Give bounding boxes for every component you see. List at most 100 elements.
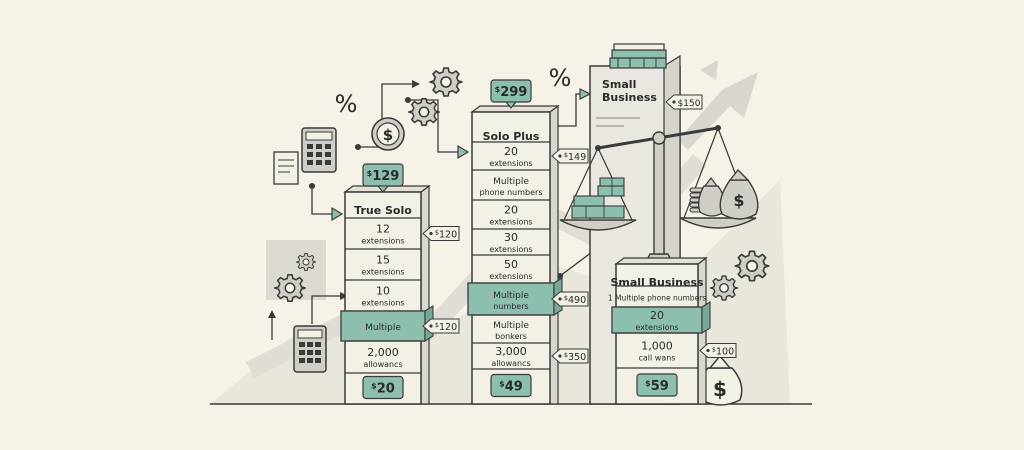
price-tag-label: $149: [564, 151, 586, 163]
feature-value: 20: [504, 145, 518, 158]
plan-name: True Solo: [354, 204, 412, 217]
gear-icon: [429, 67, 463, 97]
feature-value: 30: [504, 231, 518, 244]
price-tag-label: $350: [564, 351, 586, 363]
feature-row: Multiple: [340, 305, 434, 342]
small-business-title-line2: Business: [602, 91, 657, 104]
price-tag-label: $490: [564, 294, 586, 306]
price-tag-label: $100: [712, 346, 734, 358]
feature-label: extensions: [489, 272, 532, 281]
bottom-price-badge-label: $59: [645, 379, 669, 394]
calculator-icon: [301, 127, 337, 173]
feature-label: phone numbers: [480, 188, 543, 197]
bottom-price-badge: $59: [636, 373, 678, 397]
feature-label: extensions: [635, 323, 678, 332]
price-tag: $149: [551, 148, 589, 164]
price-tag: $350: [551, 348, 589, 364]
feature-label: extensions: [361, 268, 404, 277]
bottom-price-badge-label: $49: [499, 380, 523, 395]
feature-label: Multiple: [493, 177, 529, 187]
bottom-price-badge: $49: [490, 373, 532, 398]
plan-tower: True Solo12extensions15extensions10exten…: [340, 163, 460, 405]
feature-value: 50: [504, 258, 518, 271]
price-tag-label: $120: [435, 321, 457, 333]
feature-label: extensions: [361, 299, 404, 308]
percent-icon: %: [549, 64, 572, 92]
feature-value: 3,000: [495, 345, 527, 358]
price-tag-label: $120: [435, 229, 457, 241]
small-business-title-line1: Small: [602, 78, 636, 91]
feature-label: extensions: [489, 245, 532, 254]
feature-label: call wans: [639, 354, 676, 363]
feature-label: 1 Multiple phone numbers: [608, 294, 706, 303]
connector-arrowheads: [268, 80, 420, 318]
top-price-badge: $299: [490, 79, 532, 109]
cash-stack-icon: [609, 43, 667, 69]
connector-lines: [271, 83, 601, 340]
svg-text:$: $: [733, 191, 744, 210]
svg-text:$: $: [713, 377, 727, 401]
feature-value: 12: [376, 223, 390, 236]
document-icon: [273, 151, 299, 185]
feature-value: 10: [376, 285, 390, 298]
price-tag: $100: [699, 343, 737, 358]
tower-price-tag-label: $150: [678, 99, 701, 109]
feature-value: 15: [376, 254, 390, 267]
plan-towers: True Solo12extensions15extensions10exten…: [340, 79, 737, 405]
svg-text:$: $: [383, 126, 393, 144]
feature-label: extensions: [489, 218, 532, 227]
gear-icon: [295, 253, 317, 271]
gear-icon: [734, 250, 770, 282]
money-bag-icon: $: [719, 169, 759, 220]
feature-label: extensions: [361, 237, 404, 246]
percent-icon: %: [335, 90, 358, 118]
feature-label: allowancs: [363, 360, 402, 369]
feature-label: numbers: [493, 302, 528, 311]
gear-icon: [408, 97, 440, 127]
feature-label: Multiple: [493, 291, 529, 301]
feature-label: bonkers: [495, 332, 527, 341]
bottom-price-badge: $20: [362, 375, 404, 400]
plan-name: Solo Plus: [483, 130, 540, 143]
price-tag: $150: [665, 94, 703, 110]
price-tag: $120: [422, 318, 460, 334]
gear-icon: [709, 275, 739, 301]
feature-value: 1,000: [641, 340, 673, 353]
feature-value: 20: [650, 309, 664, 322]
calculator-icon: [293, 325, 327, 373]
feature-value: 2,000: [367, 346, 399, 359]
top-price-badge: $129: [362, 163, 404, 193]
feature-label: Multiple: [365, 323, 401, 333]
gear-icon: [274, 273, 306, 303]
top-price-badge-label: $299: [495, 85, 528, 100]
top-price-badge-label: $129: [367, 169, 400, 184]
bottom-price-badge-label: $20: [371, 382, 395, 397]
dollar-coin-icon: $: [371, 117, 405, 151]
price-tag: $490: [551, 291, 589, 307]
money-bag-icon: $: [698, 354, 743, 406]
feature-label: Multiple: [493, 321, 529, 331]
feature-value: 20: [504, 204, 518, 217]
feature-row: 1 Multiple phone numbers: [608, 294, 706, 303]
feature-label: allowancs: [491, 359, 530, 368]
feature-label: extensions: [489, 159, 532, 168]
price-tag: $120: [422, 226, 460, 241]
